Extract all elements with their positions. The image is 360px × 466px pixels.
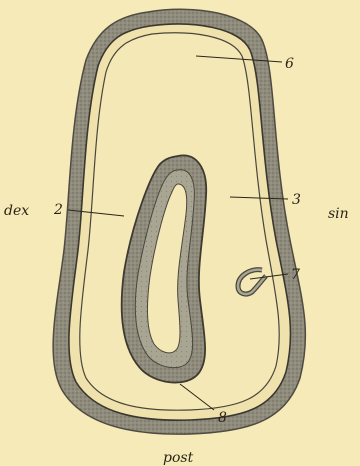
- label-7: 7: [291, 267, 300, 283]
- label-6: 6: [285, 56, 294, 72]
- label-2: 2: [53, 202, 63, 218]
- label-3: 3: [292, 192, 301, 208]
- label-dex: dex: [4, 203, 29, 219]
- label-post: post: [163, 450, 194, 466]
- label-sin: sin: [328, 206, 349, 222]
- label-8: 8: [218, 410, 227, 426]
